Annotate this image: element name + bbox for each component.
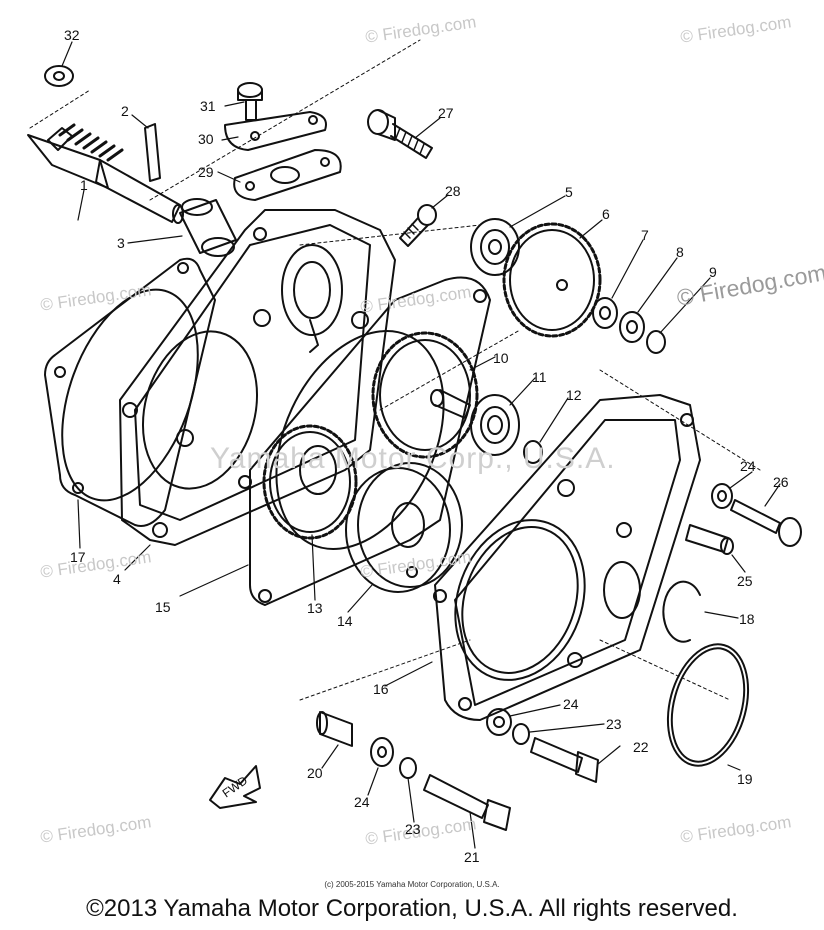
part-24-washer-upper (711, 483, 733, 509)
part-2-pin (144, 123, 161, 182)
callout-2: 2 (121, 103, 129, 119)
part-4-housing (119, 209, 396, 546)
part-30-plate (224, 111, 327, 151)
callout-28: 28 (445, 183, 461, 199)
callout-15: 15 (155, 599, 171, 615)
callout-20: 20 (307, 765, 323, 781)
footer-copyright: ©2013 Yamaha Motor Corporation, U.S.A. A… (86, 895, 738, 922)
part-29-gasket (233, 149, 342, 201)
part-12-clip (523, 440, 543, 464)
part-20-dowel (316, 711, 353, 747)
part-22-bolt (530, 737, 599, 783)
part-5-bearing (470, 218, 520, 276)
callout-14: 14 (337, 613, 353, 629)
part-28-bolt (399, 204, 437, 247)
callout-9: 9 (709, 264, 717, 280)
callout-12: 12 (566, 387, 582, 403)
exploded-view-drawing: FWD (27, 39, 802, 849)
callout-23: 23 (606, 716, 622, 732)
callout-4: 4 (113, 571, 121, 587)
part-9-clip (646, 330, 666, 354)
part-31-bolt (237, 82, 263, 121)
callout-19: 19 (737, 771, 753, 787)
part-21-bolt (423, 774, 511, 831)
part-23-lockwasher-right (512, 723, 530, 745)
part-32-washer (44, 65, 74, 87)
part-26-bolt (730, 499, 802, 547)
callout-7: 7 (641, 227, 649, 243)
leader-lines (61, 41, 781, 849)
callout-24: 24 (563, 696, 579, 712)
callout-23: 23 (405, 821, 421, 837)
callout-30: 30 (198, 131, 214, 147)
callout-5: 5 (565, 184, 573, 200)
callout-24: 24 (740, 458, 756, 474)
callout-13: 13 (307, 600, 323, 616)
part-6-gear (502, 222, 602, 338)
part-23-lockwasher-lower (399, 757, 417, 779)
callout-27: 27 (438, 105, 454, 121)
part-7-washer (592, 297, 618, 329)
center-watermark: Yamaha Motor Corp., U.S.A. (210, 442, 616, 475)
part-27-bolt (367, 109, 433, 159)
callout-16: 16 (373, 681, 389, 697)
part-11-bearing (470, 394, 520, 456)
callout-32: 32 (64, 27, 80, 43)
callout-26: 26 (773, 474, 789, 490)
assembly-guide-lines (29, 39, 761, 701)
part-24-washer-right (486, 708, 512, 736)
fwd-arrow: FWD (209, 765, 261, 809)
part-13-gear (262, 424, 358, 540)
part-17-gasket (44, 257, 216, 527)
part-8-washer (619, 311, 645, 343)
part-10-gear (371, 331, 479, 459)
callout-6: 6 (602, 206, 610, 222)
part-14-spacer (345, 462, 463, 593)
part-25-bolt (685, 524, 734, 555)
part-3-bushing (179, 198, 237, 257)
part-18-circlip (662, 580, 701, 643)
callout-21: 21 (464, 849, 480, 865)
callout-17: 17 (70, 549, 86, 565)
callout-18: 18 (739, 611, 755, 627)
callout-10: 10 (493, 350, 509, 366)
part-24-washer-lower (370, 737, 394, 767)
callout-24: 24 (354, 794, 370, 810)
callout-3: 3 (117, 235, 125, 251)
callout-1: 1 (80, 177, 88, 193)
callout-29: 29 (198, 164, 214, 180)
small-copyright: (c) 2005-2015 Yamaha Motor Corporation, … (324, 880, 500, 889)
callout-8: 8 (676, 244, 684, 260)
part-19-o-ring (666, 643, 750, 767)
part-16-outer-cover (433, 394, 701, 721)
parts-diagram: FWD © (27, 12, 824, 865)
callout-11: 11 (532, 369, 547, 385)
callout-31: 31 (200, 98, 216, 114)
callout-22: 22 (633, 739, 649, 755)
part-1-worm-shaft (27, 123, 184, 224)
callout-25: 25 (737, 573, 753, 589)
